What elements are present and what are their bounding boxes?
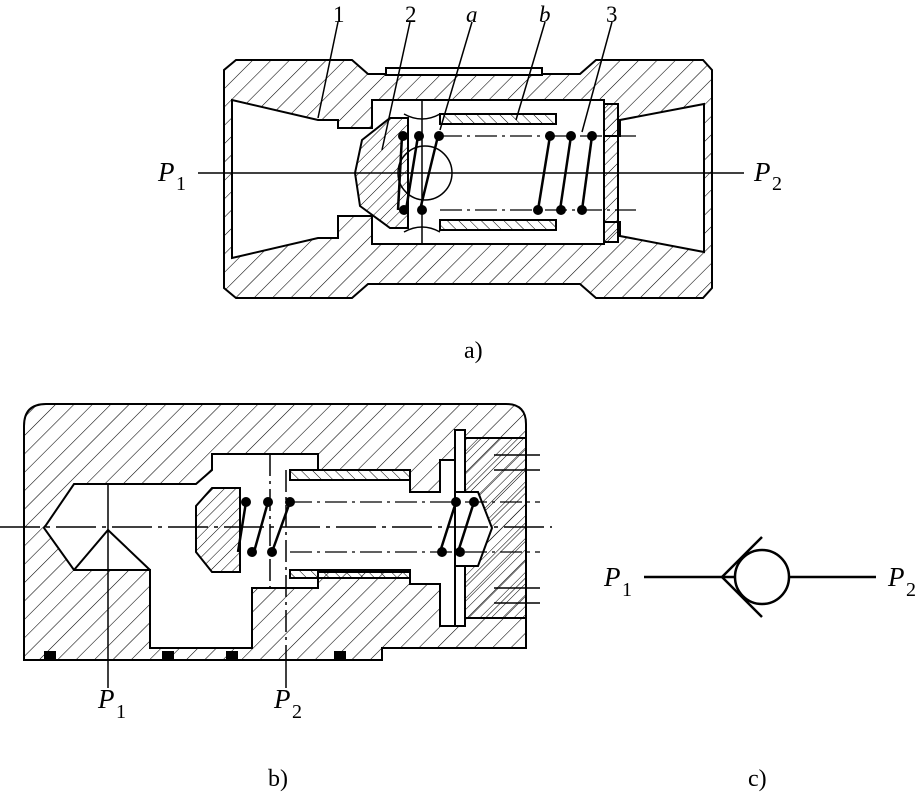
figure-a-port-right-sub: 2 (772, 173, 782, 195)
figure-c-caption: c) (748, 766, 767, 792)
callout-3: 3 (606, 2, 618, 27)
callout-b: b (539, 2, 551, 27)
figure-b-port-right: P (273, 684, 291, 714)
figure-b-caption: b) (268, 766, 288, 792)
figure-c-port-right-sub: 2 (906, 579, 916, 601)
figure-c-port-right: P (887, 562, 905, 592)
figure-b-port-left: P (97, 684, 115, 714)
figure-a-port-right: P (753, 157, 771, 187)
figure-c-check-valve-symbol (644, 536, 876, 618)
callout-1: 1 (333, 2, 345, 27)
figure-c-port-left-sub: 1 (622, 579, 632, 601)
callout-2: 2 (405, 2, 417, 27)
callout-a: a (466, 2, 478, 27)
figure-c-port-left: P (603, 562, 621, 592)
figure-b-port-right-sub: 2 (292, 701, 302, 723)
figure-a-port-left-sub: 1 (176, 173, 186, 195)
valve-body-section (223, 59, 713, 299)
valve-body-section-b (23, 403, 527, 661)
figure-b-port-left-sub: 1 (116, 701, 126, 723)
figure-a-port-left: P (157, 157, 175, 187)
figure-a-inline-check-valve (198, 21, 744, 299)
figure-a-caption: a) (464, 338, 483, 364)
leader-lines (317, 21, 613, 151)
poppet-b (195, 487, 241, 573)
figure-b-right-angle-check-valve (0, 403, 552, 688)
symbol-ball (733, 548, 791, 606)
